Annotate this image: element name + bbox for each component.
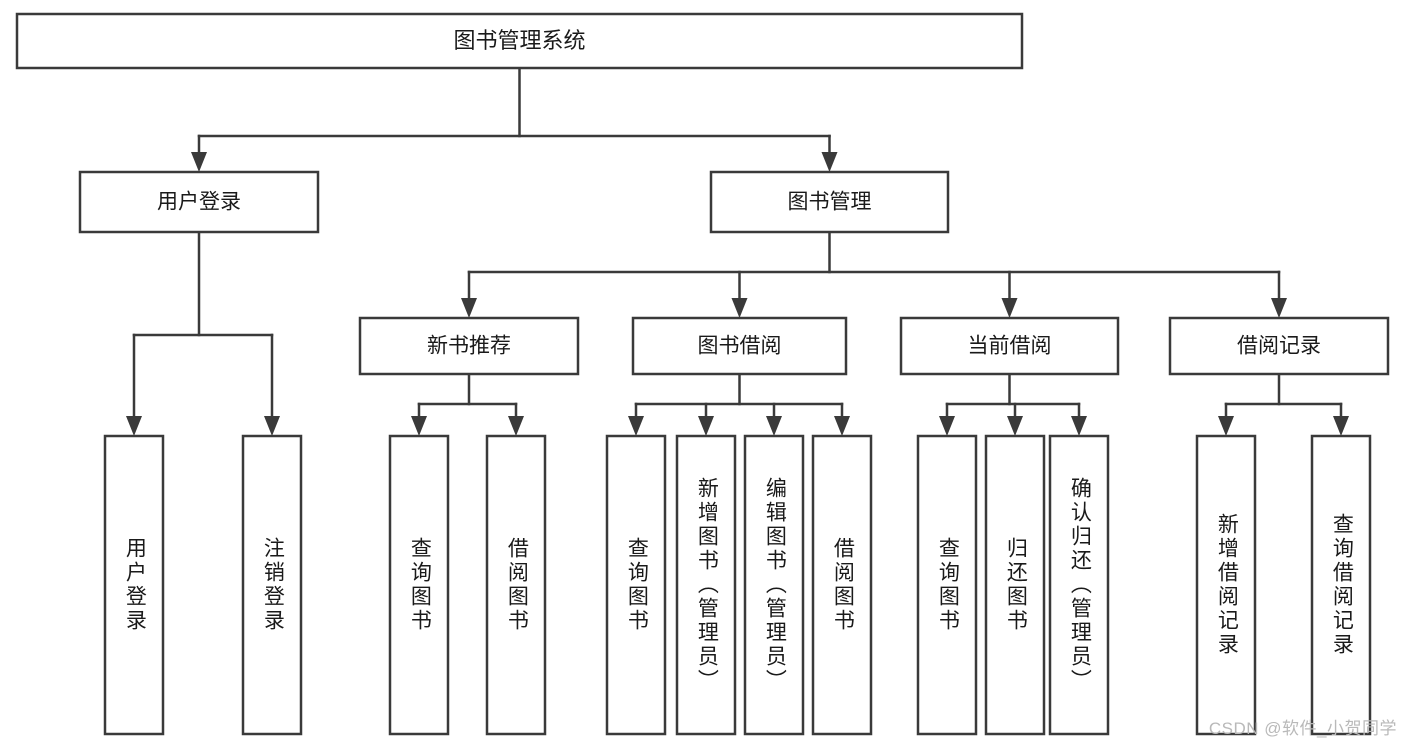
node-leaf-return-book[interactable] [984,434,1046,736]
node-label-current-borrow: 当前借阅 [968,335,1052,358]
node-leaf-query-borrow-record[interactable] [1310,434,1372,736]
arrow-head-icon [731,298,748,318]
arrow-head-icon [1071,416,1087,436]
node-leaf-query-book-1[interactable] [388,434,450,736]
arrow-head-icon [939,416,955,436]
arrow-head-icon [1001,298,1018,318]
arrow-head-icon [411,416,427,436]
arrow-head-icon [508,416,524,436]
node-label-borrow-record: 借阅记录 [1237,335,1321,358]
arrow-head-icon [628,416,644,436]
node-new-book-recommend[interactable] [358,316,580,376]
arrow-head-icon [821,152,838,172]
node-label-undefined: 图书管理系统 [453,28,585,53]
node-book-borrow[interactable] [631,316,848,376]
connector-group [126,66,1349,436]
node-book-management[interactable] [709,170,950,234]
node-leaf-query-book-2[interactable] [605,434,667,736]
watermark-text: CSDN @软件_小贺同学 [1208,719,1397,738]
arrow-head-icon [191,152,207,172]
arrow-head-icon [126,416,142,436]
arrow-head-icon [461,298,477,318]
node-user-login[interactable] [78,170,320,234]
node-label-book-management: 图书管理 [788,191,872,214]
node-current-borrow[interactable] [899,316,1120,376]
arrow-head-icon [264,416,280,436]
node-leaf-borrow-book-1[interactable] [485,434,547,736]
node-box-group [15,12,1390,736]
node-label-new-book-recommend: 新书推荐 [427,335,511,358]
node-label-book-borrow: 图书借阅 [698,335,782,358]
arrow-head-icon [766,416,782,436]
arrow-head-icon [1218,416,1234,436]
node-leaf-add-borrow-record[interactable] [1195,434,1257,736]
arrow-head-icon [834,416,850,436]
node-leaf-confirm-return[interactable] [1048,434,1110,736]
node-leaf-query-book-3[interactable] [916,434,978,736]
node-leaf-user-login[interactable] [103,434,165,736]
node-leaf-edit-book[interactable] [743,434,805,736]
node-leaf-logout-login[interactable] [241,434,303,736]
arrow-head-icon [698,416,714,436]
node-undefined[interactable] [15,12,1024,70]
arrow-head-icon [1333,416,1349,436]
arrow-head-icon [1007,416,1023,436]
node-label-user-login: 用户登录 [157,191,241,214]
node-leaf-add-book[interactable] [675,434,737,736]
node-borrow-record[interactable] [1168,316,1390,376]
arrow-head-icon [1271,298,1287,318]
node-leaf-borrow-book-2[interactable] [811,434,873,736]
